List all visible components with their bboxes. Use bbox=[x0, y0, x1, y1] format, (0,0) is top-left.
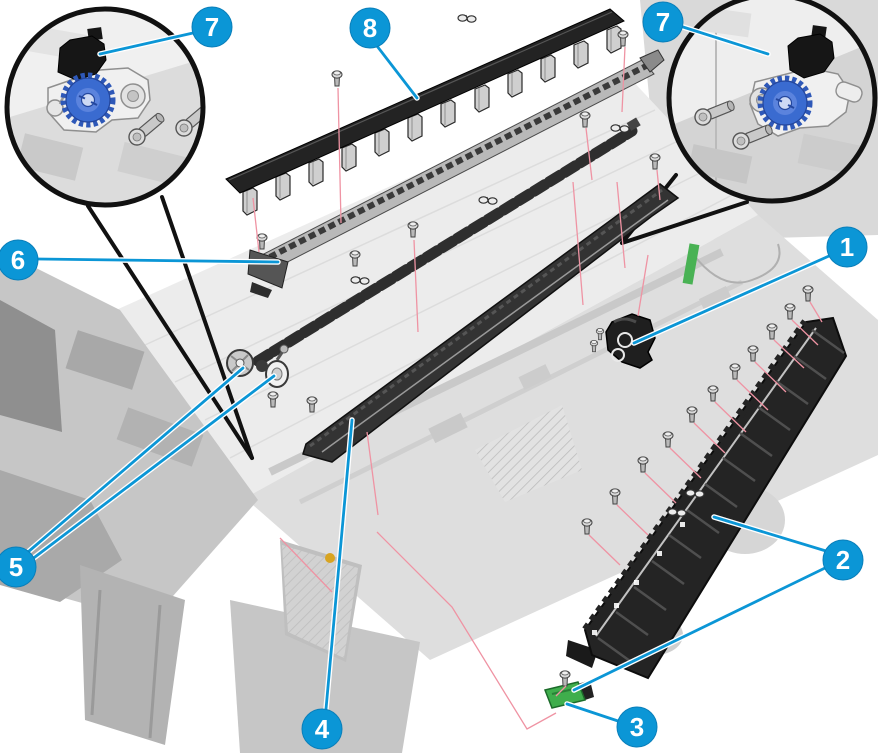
leader-line-2 bbox=[572, 566, 827, 692]
callout-7: 7 bbox=[642, 1, 684, 43]
callout-5: 5 bbox=[0, 546, 37, 588]
leader-line-7 bbox=[98, 31, 195, 56]
callout-1: 1 bbox=[826, 226, 868, 268]
callout-6: 6 bbox=[0, 239, 39, 281]
leader-line-5 bbox=[26, 366, 245, 554]
callout-bubble bbox=[0, 546, 37, 588]
callout-8: 8 bbox=[349, 7, 391, 49]
leader-line-3 bbox=[565, 702, 620, 723]
callout-4: 4 bbox=[301, 708, 343, 750]
leader-line-7 bbox=[681, 25, 770, 56]
motor-part-1 bbox=[605, 313, 656, 369]
callout-bubble bbox=[826, 226, 868, 268]
inset-right bbox=[666, 0, 878, 204]
callout-bubble bbox=[822, 539, 864, 581]
callout-bubble bbox=[301, 708, 343, 750]
encoder-rail-part-6 bbox=[247, 49, 665, 298]
inset-left bbox=[4, 6, 206, 208]
callout-bubble bbox=[0, 239, 39, 281]
callout-number: 3 bbox=[630, 712, 644, 742]
green-strip bbox=[682, 243, 700, 285]
callout-bubble bbox=[642, 1, 684, 43]
leader-line-1 bbox=[632, 254, 831, 345]
callout-number: 8 bbox=[363, 13, 377, 43]
inset-ring bbox=[4, 6, 206, 208]
callout-number: 5 bbox=[9, 552, 23, 582]
callout-number: 7 bbox=[205, 12, 219, 42]
serrated-rail-part-2 bbox=[566, 316, 848, 680]
black-lever bbox=[787, 33, 835, 79]
callout-2: 2 bbox=[822, 539, 864, 581]
callout-number: 4 bbox=[315, 714, 330, 744]
callout-bubble bbox=[349, 7, 391, 49]
callout-bubble bbox=[191, 6, 233, 48]
callout-bubble bbox=[616, 706, 658, 748]
leader-line-4 bbox=[324, 418, 354, 711]
callout-number: 7 bbox=[656, 7, 670, 37]
yellow-part bbox=[325, 553, 335, 563]
roller-shaft bbox=[252, 117, 641, 372]
callout-number: 2 bbox=[836, 545, 850, 575]
callout-7: 7 bbox=[191, 6, 233, 48]
pin-bar-part-8 bbox=[225, 8, 625, 216]
leader-line-8 bbox=[375, 44, 419, 100]
inset-ring bbox=[666, 0, 878, 204]
leader-line-6 bbox=[36, 257, 280, 264]
callout-number: 1 bbox=[840, 232, 854, 262]
callout-3: 3 bbox=[616, 706, 658, 748]
leader-line-5 bbox=[29, 374, 276, 562]
leader-line-2 bbox=[712, 515, 828, 553]
front-rail-part-4 bbox=[302, 183, 680, 463]
pink-alignment-lines bbox=[252, 46, 823, 730]
callout-number: 6 bbox=[11, 245, 25, 275]
